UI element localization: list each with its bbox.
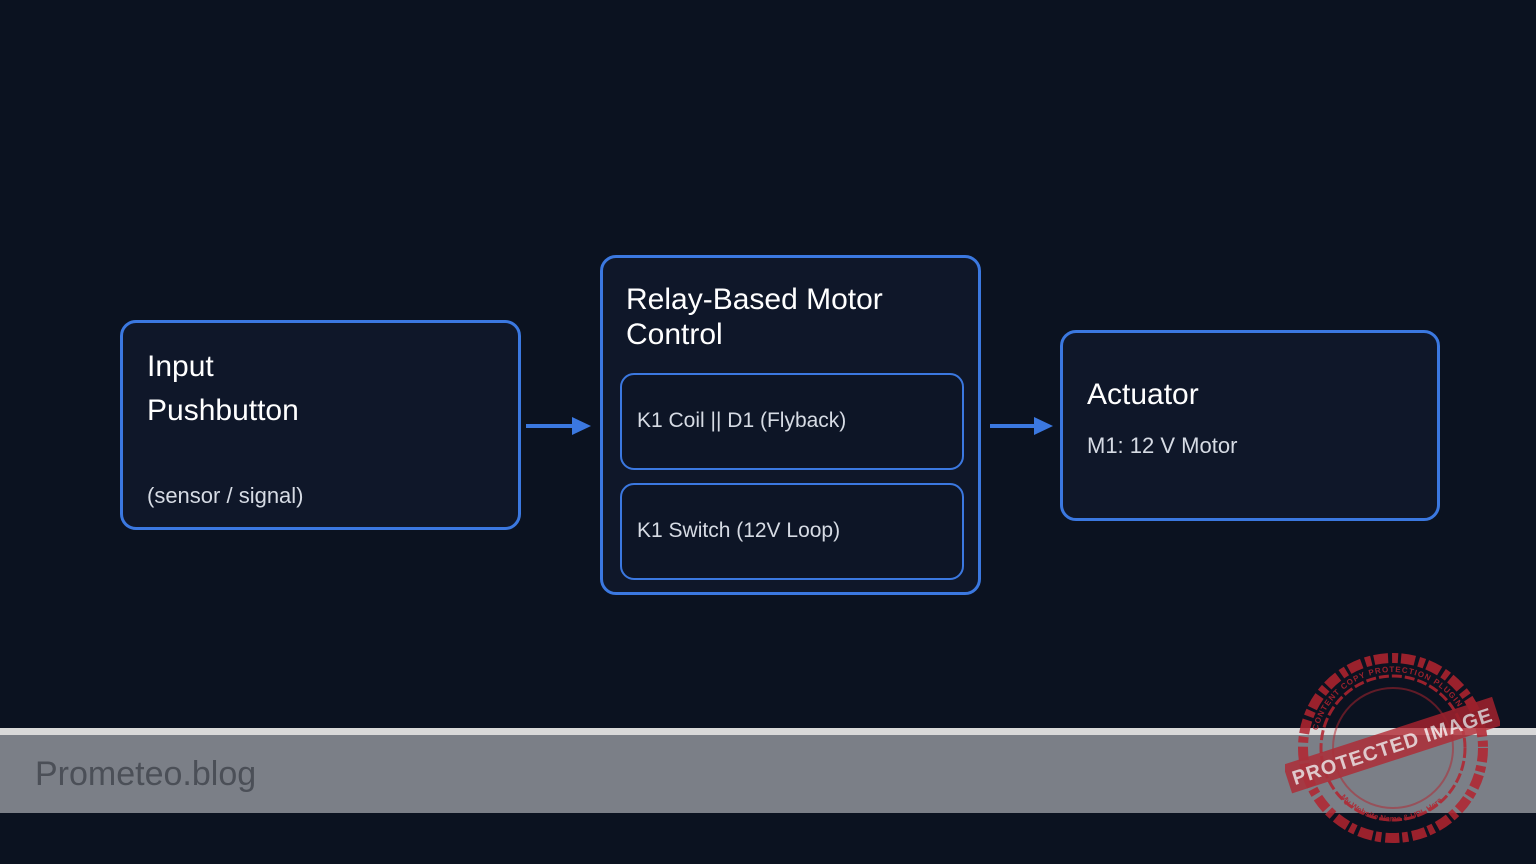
input-block-title-line1: Input <box>147 350 214 383</box>
input-block-title-line2: Pushbutton <box>147 394 299 427</box>
footer-brand-text: Prometeo.blog <box>35 755 257 793</box>
footer-divider <box>0 728 1536 735</box>
relay-motor-control-block: Relay-Based Motor Control K1 Coil || D1 … <box>600 255 981 595</box>
coil-label: K1 Coil || D1 (Flyback) <box>637 409 847 432</box>
actuator-block-subtitle: M1: 12 V Motor <box>1087 433 1238 458</box>
actuator-block-title: Actuator <box>1087 378 1199 411</box>
actuator-block: Actuator M1: 12 V Motor <box>1060 330 1440 521</box>
protected-image-watermark-stamp: CONTENT COPY PROTECTION PLUGIN My Websit… <box>1285 653 1500 843</box>
arrow-relay-to-actuator-icon <box>990 417 1053 435</box>
footer-bar: Prometeo.blog <box>0 735 1536 813</box>
relay-block-title: Relay-Based Motor Control <box>626 283 883 351</box>
input-pushbutton-block: Input Pushbutton (sensor / signal) <box>120 320 521 530</box>
input-block-subtitle: (sensor / signal) <box>147 483 304 508</box>
arrow-input-to-relay-icon <box>526 417 591 435</box>
switch-sub-block: K1 Switch (12V Loop) <box>620 483 964 580</box>
switch-label: K1 Switch (12V Loop) <box>637 519 841 542</box>
coil-sub-block: K1 Coil || D1 (Flyback) <box>620 373 964 470</box>
